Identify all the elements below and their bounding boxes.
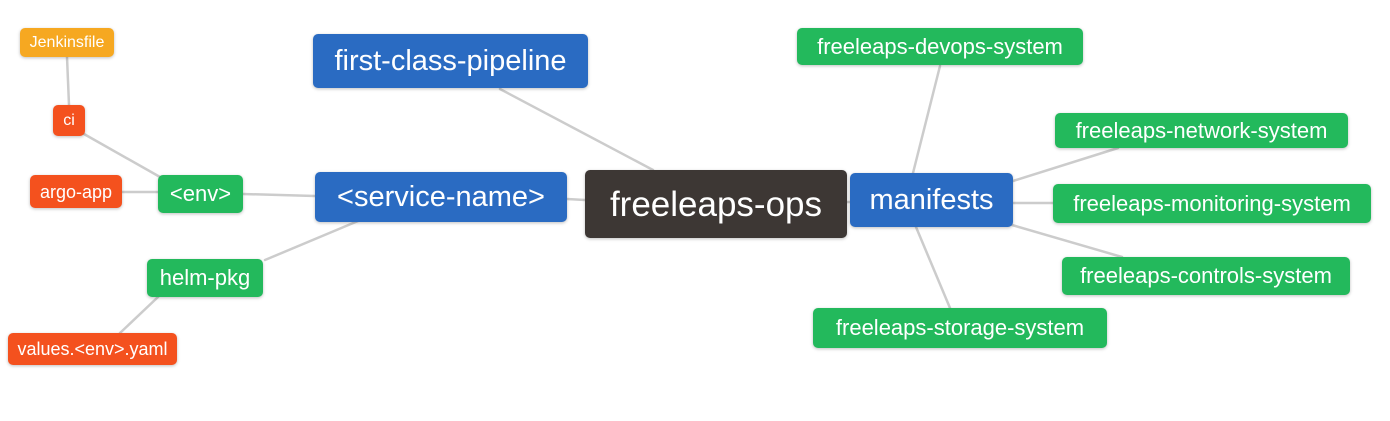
edge-service-name-to-freeleaps-ops xyxy=(565,197,587,202)
node-manifests[interactable]: manifests xyxy=(850,173,1013,227)
node-argo-app[interactable]: argo-app xyxy=(30,175,122,208)
edge-env-to-service-name xyxy=(241,192,317,198)
edge-manifests-to-freeleaps-devops-system xyxy=(911,64,942,175)
edge-first-class-pipeline-to-freeleaps-ops xyxy=(498,87,655,172)
edge-jenkinsfile-to-ci xyxy=(65,55,71,107)
node-freeleaps-devops-system[interactable]: freeleaps-devops-system xyxy=(797,28,1083,65)
node-ci[interactable]: ci xyxy=(53,105,85,136)
edge-manifests-to-freeleaps-storage-system xyxy=(914,225,952,310)
node-freeleaps-controls-system[interactable]: freeleaps-controls-system xyxy=(1062,257,1350,295)
node-jenkinsfile[interactable]: Jenkinsfile xyxy=(20,28,114,57)
node-freeleaps-ops[interactable]: freeleaps-ops xyxy=(585,170,847,238)
edge-values-env-yaml-to-helm-pkg xyxy=(118,295,160,335)
node-freeleaps-network-system[interactable]: freeleaps-network-system xyxy=(1055,113,1348,148)
node-env[interactable]: <env> xyxy=(158,175,243,213)
node-freeleaps-storage-system[interactable]: freeleaps-storage-system xyxy=(813,308,1107,348)
edge-helm-pkg-to-service-name xyxy=(263,219,360,262)
edge-manifests-to-freeleaps-network-system xyxy=(1011,146,1120,183)
node-first-class-pipeline[interactable]: first-class-pipeline xyxy=(313,34,588,88)
node-service-name[interactable]: <service-name> xyxy=(315,172,567,222)
edge-ci-to-env xyxy=(82,132,162,179)
edge-manifests-to-freeleaps-controls-system xyxy=(1010,223,1124,259)
node-freeleaps-monitoring-system[interactable]: freeleaps-monitoring-system xyxy=(1053,184,1371,223)
node-values-env-yaml[interactable]: values.<env>.yaml xyxy=(8,333,177,365)
node-helm-pkg[interactable]: helm-pkg xyxy=(147,259,263,297)
